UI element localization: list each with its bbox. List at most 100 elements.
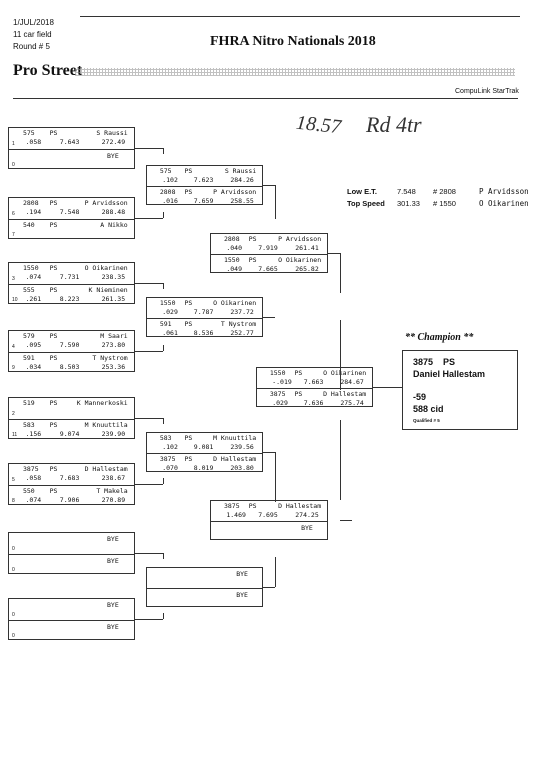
round1-match-3-top-et: 7.731 [59,273,80,281]
round1-match-1-top-class: PS [49,129,58,137]
handwritten-signature: Rd 4tr [366,112,422,137]
bracket-line [263,317,275,318]
top-speed-label: Top Speed [347,199,385,208]
bracket-line [340,320,341,390]
round3-match-2-top-reaction-time: 1.469 [226,511,246,519]
round1-match-2-top-mph: 288.48 [101,208,126,216]
round1-match-3-top-lane: 3 [12,276,15,282]
bracket-line [163,212,164,218]
round3-match-1-top-class: PS [248,235,257,243]
bracket-line [135,351,163,352]
round2-match-1-bot-driver: P Arvidsson [213,188,257,196]
round2-match-3-bot-driver: D Hallestam [213,455,257,463]
bracket-line [328,253,340,254]
low-et-number: # 2808 [433,187,456,196]
round2-match-3-bot-mph: 203.80 [230,464,254,472]
champion-cid: 588 cid [413,404,444,414]
round1-match-7-bot-bye: BYE [107,557,119,565]
round1-match-7-bot-lane: 0 [12,567,15,573]
round1-match-7-top-bye: BYE [107,535,119,543]
round3-match-1-bot-et: 7.665 [258,265,278,273]
round1-match-5-top-class: PS [49,399,58,407]
bracket-line [263,185,275,186]
round1-match-2-top-car-number: 2808 [22,199,39,207]
round1-match-6-top-lane: 5 [12,477,15,483]
round3-match-1-top-car-number: 2808 [223,235,240,243]
round1-match-4-bot-reaction-time: .034 [25,363,42,371]
final-match-top-car-number: 1550 [269,369,286,377]
round1-match-4-bot-et: 8.503 [59,363,80,371]
round3-match-1-bot-driver: O Oikarinen [278,256,322,264]
round1-match-5-top-car-number: 519 [22,399,35,407]
round1-match-6-bot-lane: 8 [12,498,15,504]
bracket-line [135,148,163,149]
round1-match-3-bot-mph: 261.35 [101,295,126,303]
final-match-bot-reaction-time: .029 [272,399,288,407]
round1-match-6-bot-car-number: 550 [22,487,35,495]
champion-car: 3875 PS [413,357,456,367]
round3-match-2-bot-bye: BYE [301,524,313,532]
final-match-bot-car-number: 3875 [269,390,286,398]
round2-match-2-bot-mph: 252.77 [230,329,254,337]
round3-match-2-top-class: PS [248,502,257,510]
champion-heading: ** Champion ** [405,332,474,343]
round2-match-2-top-class: PS [184,299,193,307]
round2-match-3-bot-reaction-time: .070 [162,464,178,472]
bracket-line [163,478,164,484]
final-match-top-driver: O Oikarinen [323,369,367,377]
round1-match-4-bot-driver: T Nystrom [92,354,128,362]
round1-match-4-top-driver: M Saari [100,332,128,340]
round2-match-3-bot-car-number: 3875 [159,455,176,463]
bracket-line [163,345,164,351]
round2-match-3-top-reaction-time: .102 [162,443,178,451]
round3-match-1-top-reaction-time: .040 [226,244,242,252]
round1-match-1-top-driver: S Raussi [96,129,128,137]
round1-match-4-top-reaction-time: .095 [25,341,42,349]
final-match-top-et: 7.663 [303,378,324,386]
round2-match-3-bot-class: PS [184,455,193,463]
bracket-line [163,553,164,559]
final-match-top-class: PS [294,369,303,377]
final-match-top-mph: 284.67 [340,378,364,386]
round1-match-4-top-car-number: 579 [22,332,35,340]
round3-match-2-bottom-entry: BYE [211,521,327,541]
round1-match-3-top-mph: 238.35 [101,273,126,281]
top-speed-name: O Oikarinen [479,199,529,208]
round1-match-3-top-driver: O Oikarinen [84,264,128,272]
round1-match-3-bot-car-number: 555 [22,286,35,294]
round1-match-8-bot-lane: 0 [12,633,15,639]
bracket-line [275,185,276,209]
low-et-value: 7.548 [397,187,416,196]
round2-match-1-bot-mph: 258.55 [230,197,254,205]
low-et-name: P Arvidsson [479,187,529,196]
bracket-line [135,418,163,419]
round1-match-2-top-class: PS [49,199,58,207]
page-title: FHRA Nitro Nationals 2018 [210,34,376,49]
round2-match-1-bot-et: 7.659 [193,197,214,205]
bracket-line [340,253,341,293]
bracket-line [135,553,163,554]
round2-match-3-bot-et: 8.019 [193,464,214,472]
round1-match-2-top-et: 7.548 [59,208,80,216]
bracket-line [135,619,163,620]
round1-match-1-top-lane: 1 [12,141,15,147]
round1-match-5-top-driver: K Mannerkoski [76,399,128,407]
